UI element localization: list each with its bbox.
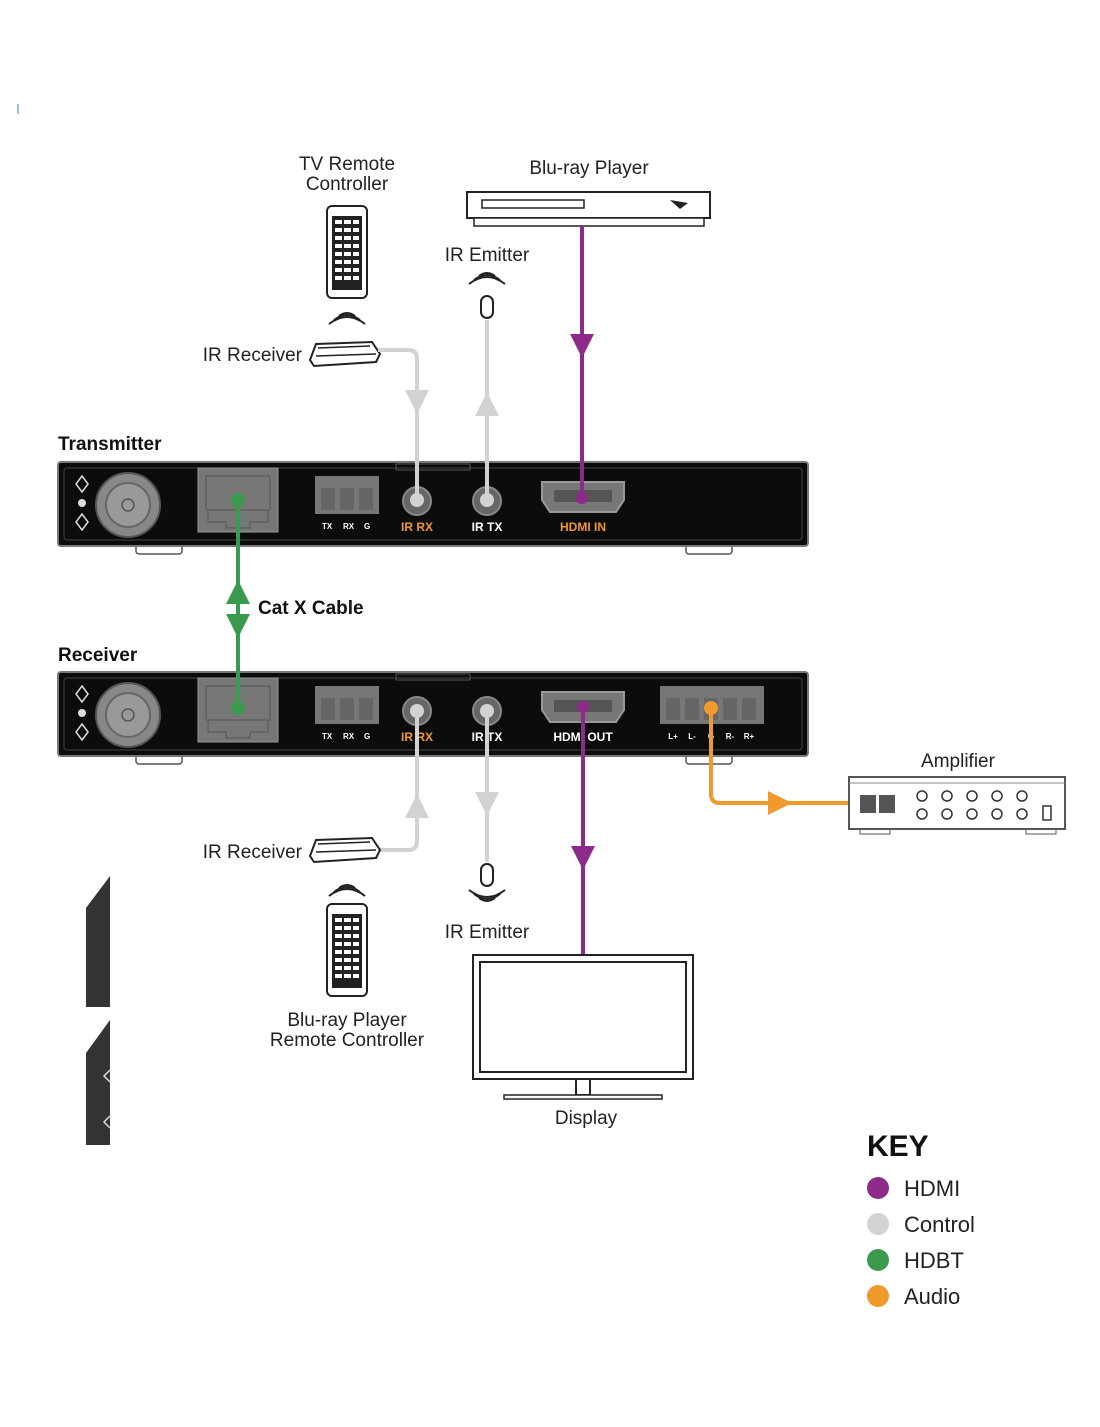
port-g-label: G [364,732,370,741]
bluray-remote-label-line2: Remote Controller [270,1030,425,1051]
receiver-device: TX RX G IR RX IR TX HDMI OUT L+ L- G R- … [57,671,809,765]
legend-label: HDMI [904,1176,960,1201]
ir-emitter-top: IR Emitter [445,245,530,319]
port-ir-tx-label: IR TX [472,520,503,534]
audio-port-label: R+ [744,732,755,741]
ir-receiver-bottom: IR Receiver [203,837,381,863]
audio-port-label: L+ [668,732,678,741]
bluray-remote-label-line1: Blu-ray Player [287,1010,407,1031]
ir-receiver-top: IR Receiver [203,341,381,367]
ir-emitter-bottom: IR Emitter [445,863,530,943]
tv-remote-label-line1: TV Remote [299,154,395,175]
port-hdmi-in-label: HDMI IN [560,520,606,534]
cropped-device-fragment [17,104,111,1145]
ir-waves-icon [468,272,506,285]
ir-receiver-top-label: IR Receiver [203,345,303,366]
bluray-player: Blu-ray Player [466,158,711,227]
ir-emitter-bottom-label: IR Emitter [445,922,530,943]
legend-title: KEY [867,1130,929,1163]
ir-waves-icon [328,884,366,897]
ir-emitter-top-label: IR Emitter [445,245,530,266]
hdbt-cable [226,493,250,715]
bluray-logo-icon [670,200,688,209]
transmitter-device: TX RX G IR RX IR TX HDMI IN [57,461,809,555]
tv-remote-controller: TV Remote Controller [299,154,395,325]
legend-item-control: Control [867,1212,975,1237]
bluray-remote-controller: Blu-ray Player Remote Controller [270,884,425,1051]
transmitter-label: Transmitter [58,434,162,455]
port-g-label: G [364,522,370,531]
bluray-player-label: Blu-ray Player [529,158,649,179]
display-label: Display [555,1108,618,1129]
hdmi-cable-input [570,226,594,504]
hdmi-cable-output [571,701,595,955]
legend: KEY HDMI Control HDBT Audio [867,1130,975,1309]
port-rx-label: RX [343,732,355,741]
legend-label: HDBT [904,1248,964,1273]
port-tx-label: TX [322,522,333,531]
audio-port-label: R- [726,732,735,741]
amplifier-label: Amplifier [921,751,996,772]
tv-remote-label-line2: Controller [306,174,389,195]
display: Display [472,954,694,1129]
cable-label: Cat X Cable [258,598,364,619]
receiver-label: Receiver [58,645,138,666]
ir-receiver-bottom-label: IR Receiver [203,842,303,863]
legend-label: Audio [904,1284,960,1309]
audio-cable [704,701,848,815]
legend-item-hdmi: HDMI [867,1176,960,1201]
legend-item-hdbt: HDBT [867,1248,964,1273]
legend-item-audio: Audio [867,1284,960,1309]
port-tx-label: TX [322,732,333,741]
port-rx-label: RX [343,522,355,531]
port-ir-rx-label: IR RX [401,520,433,534]
audio-port-label: L- [688,732,696,741]
ir-waves-icon [468,889,506,902]
ir-waves-icon [328,312,366,325]
legend-label: Control [904,1212,975,1237]
amplifier: Amplifier [848,751,1066,835]
control-cables [378,320,499,862]
